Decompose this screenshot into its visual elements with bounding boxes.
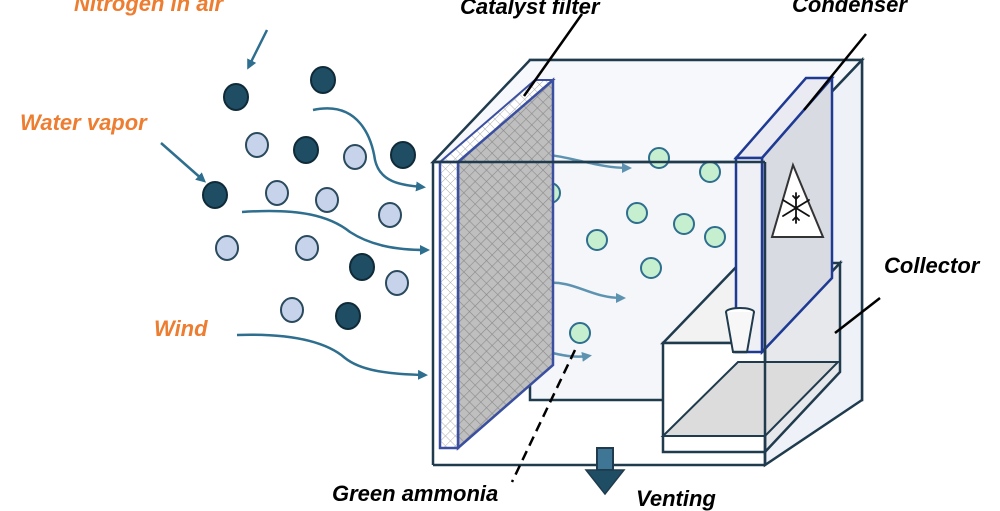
snowflake-warning-icon	[770, 162, 825, 238]
ammonia-molecule	[704, 226, 726, 248]
label-collector: Collector	[884, 253, 980, 278]
water-molecule	[265, 180, 289, 206]
collector-leader	[834, 297, 881, 334]
ammonia-molecule	[626, 202, 648, 224]
cup-icon	[725, 307, 755, 354]
water-molecule	[215, 235, 239, 261]
ammonia-molecule	[648, 147, 670, 169]
water-molecule	[245, 132, 269, 158]
water-molecule	[378, 202, 402, 228]
water-molecule	[315, 187, 339, 213]
label-wind: Wind	[154, 316, 208, 341]
collector-liquid	[660, 361, 841, 437]
water-molecule	[343, 144, 367, 170]
ammonia-molecule	[699, 161, 721, 183]
label-catalyst-filter: Catalyst filter	[460, 0, 600, 19]
water-molecules	[215, 132, 409, 323]
water-molecule	[280, 297, 304, 323]
nitrogen-molecule	[349, 253, 375, 281]
label-nitrogen-in-air: Nitrogen in air	[74, 0, 224, 16]
green-ammonia-leader	[510, 349, 577, 483]
nitrogen-molecule	[223, 83, 249, 111]
nitrogen-molecule	[293, 136, 319, 164]
inflow-arrow	[241, 209, 430, 255]
nitrogen-molecules	[202, 66, 416, 330]
label-green-ammonia: Green ammonia	[332, 481, 499, 506]
ammonia-molecule	[673, 213, 695, 235]
ammonia-molecule	[569, 322, 591, 344]
inflow-arrows	[160, 29, 430, 380]
inflow-arrow	[236, 333, 428, 380]
ammonia-synthesis-diagram	[160, 13, 881, 496]
label-condenser: Condenser	[792, 0, 907, 17]
label-water-vapor: Water vapor	[20, 110, 147, 135]
ammonia-molecule	[586, 229, 608, 251]
catalyst-filter	[437, 77, 556, 451]
label-venting: Venting	[636, 486, 716, 511]
nitrogen-molecule	[390, 141, 416, 169]
ammonia-molecule	[640, 257, 662, 279]
nitrogen-molecule	[202, 181, 228, 209]
nitrogen-molecule	[335, 302, 361, 330]
water-pointer-arrow	[160, 142, 207, 183]
condenser-leader	[803, 33, 867, 111]
catalyst-filter-leader	[522, 13, 584, 97]
water-molecule	[385, 270, 409, 296]
filter-front-edge	[438, 160, 460, 450]
nitrogen-pointer-arrow	[247, 29, 269, 70]
water-molecule	[295, 235, 319, 261]
leader-lines	[510, 13, 881, 483]
nitrogen-molecule	[310, 66, 336, 94]
down-arrow-icon	[584, 447, 626, 496]
inflow-arrow	[312, 107, 426, 192]
